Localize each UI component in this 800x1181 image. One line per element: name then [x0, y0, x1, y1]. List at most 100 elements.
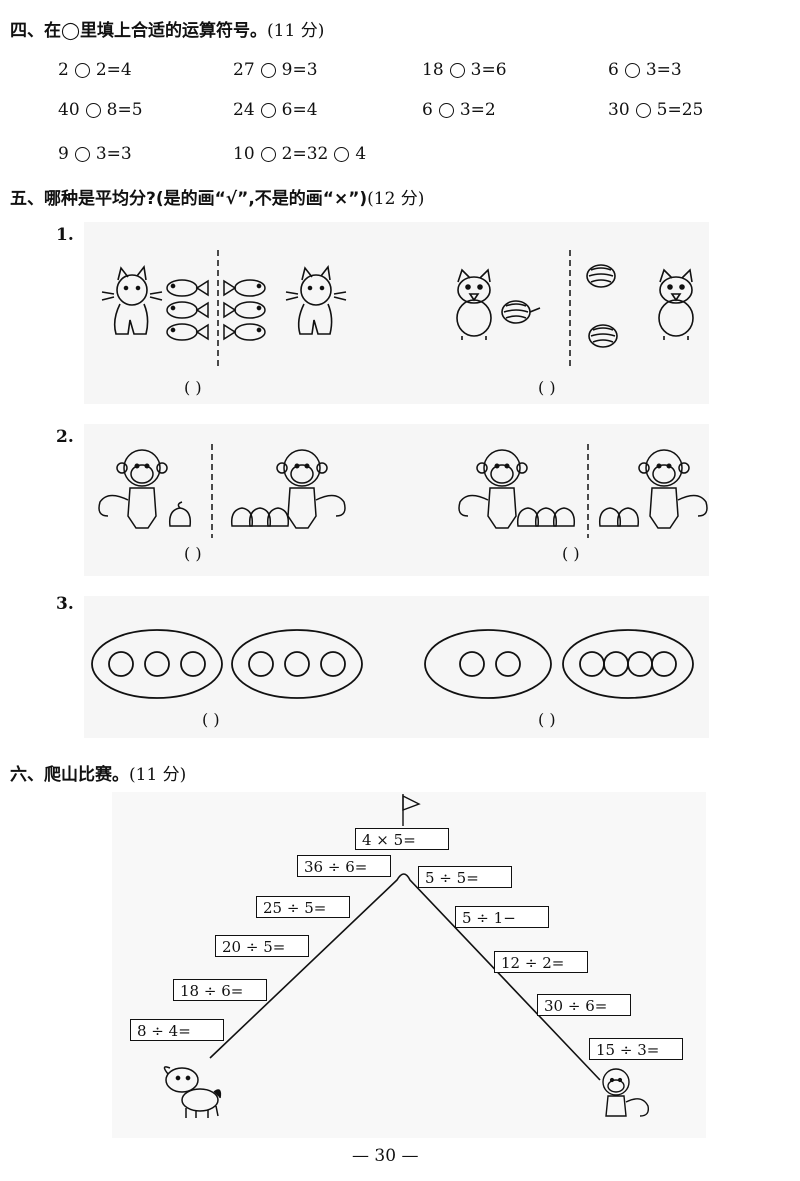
result: =4: [292, 100, 318, 120]
operand: 30: [608, 100, 630, 120]
problem-box[interactable]: 5 ÷ 5=: [418, 866, 512, 888]
operand: 24: [233, 100, 255, 120]
operator-blank-circle[interactable]: [260, 146, 276, 162]
section5-title: 五、哪种是平均分?(是的画“√”,不是的画“×”): [10, 189, 368, 209]
counter-circle: [320, 651, 346, 677]
operand: 8: [106, 100, 118, 120]
answer-paren-3b[interactable]: ( ): [538, 710, 556, 729]
result: =25: [667, 100, 704, 120]
monkey-icon: [458, 449, 528, 529]
problem-box[interactable]: 8 ÷ 4=: [130, 1019, 224, 1041]
operator-blank-circle[interactable]: [635, 102, 651, 118]
result: =5: [117, 100, 143, 120]
operand: 6: [608, 60, 619, 80]
equation-6: 24 6=4: [233, 100, 318, 120]
equation-4: 6 3=3: [608, 60, 682, 80]
operand: 5: [656, 100, 668, 120]
section5-points: (12 分): [367, 189, 425, 209]
operand: 3: [95, 144, 107, 164]
answer-paren-1a[interactable]: ( ): [184, 378, 202, 397]
watermelon-icon: [586, 264, 618, 348]
cat-icon: [285, 265, 347, 335]
monkey-icon: [276, 449, 346, 529]
problem-box[interactable]: 15 ÷ 3=: [589, 1038, 683, 1060]
operator-blank-circle[interactable]: [449, 62, 465, 78]
answer-paren-1b[interactable]: ( ): [538, 378, 556, 397]
answer-paren-2b[interactable]: ( ): [562, 544, 580, 563]
operator-blank-circle[interactable]: [438, 102, 454, 118]
fish-icon: [166, 279, 209, 341]
counter-circle: [495, 651, 521, 677]
operand: 10: [233, 144, 255, 164]
counter-circle: [248, 651, 274, 677]
problem-box[interactable]: 18 ÷ 6=: [173, 979, 267, 1001]
counter-circle: [459, 651, 485, 677]
answer-paren-3a[interactable]: ( ): [202, 710, 220, 729]
operator-blank-circle[interactable]: [85, 102, 101, 118]
fish-icon: [223, 279, 266, 341]
bird-icon: [456, 268, 492, 340]
group-oval: [91, 629, 223, 699]
peach-icon: [516, 507, 576, 527]
peach-icon: [598, 507, 640, 527]
bird-icon: [658, 268, 694, 340]
mountain-slope: [209, 873, 601, 1081]
operand: 9: [58, 144, 69, 164]
result: =2: [470, 100, 496, 120]
answer-paren-2a[interactable]: ( ): [184, 544, 202, 563]
section6-heading: 六、爬山比赛。(11 分): [10, 760, 186, 785]
operator-blank-circle[interactable]: [334, 146, 350, 162]
group-oval: [562, 629, 694, 699]
question3-number: 3.: [56, 594, 74, 614]
question2-illustration: [98, 444, 708, 538]
operator-blank-circle[interactable]: [624, 62, 640, 78]
problem-box[interactable]: 5 ÷ 1−: [455, 906, 549, 928]
problem-box[interactable]: 4 × 5=: [355, 828, 449, 850]
counter-circle: [603, 651, 629, 677]
operand: 2: [281, 144, 293, 164]
flag-icon: [402, 794, 421, 826]
result: =3: [106, 144, 132, 164]
question1-illustration: [101, 250, 694, 368]
operator-blank-circle[interactable]: [260, 62, 276, 78]
mountain-illustration: [163, 794, 650, 1118]
section5-heading: 五、哪种是平均分?(是的画“√”,不是的画“×”)(12 分): [10, 184, 424, 209]
section4-title: 四、在◯里填上合适的运算符号。: [10, 21, 268, 41]
problem-box[interactable]: 30 ÷ 6=: [537, 994, 631, 1016]
problem-box[interactable]: 20 ÷ 5=: [215, 935, 309, 957]
watermelon-icon: [501, 300, 541, 324]
counter-circle: [651, 651, 677, 677]
operand: 6: [281, 100, 293, 120]
result: =32: [292, 144, 329, 164]
counter-circle: [108, 651, 134, 677]
question2-panel: [84, 424, 709, 576]
question3-illustration: [91, 629, 694, 699]
result: =3: [292, 60, 318, 80]
operand: 2: [58, 60, 69, 80]
operator-blank-circle[interactable]: [74, 62, 90, 78]
problem-box[interactable]: 12 ÷ 2=: [494, 951, 588, 973]
problem-box[interactable]: 36 ÷ 6=: [297, 855, 391, 877]
operator-blank-circle[interactable]: [74, 146, 90, 162]
counter-circle: [180, 651, 206, 677]
monkey-icon: [638, 449, 708, 529]
operand: 3: [645, 60, 657, 80]
result: =3: [656, 60, 682, 80]
counter-circle: [579, 651, 605, 677]
problem-box[interactable]: 25 ÷ 5=: [256, 896, 350, 918]
question1-number: 1.: [56, 225, 74, 245]
operand: 2: [95, 60, 107, 80]
counter-circle: [627, 651, 653, 677]
operand: 3: [470, 60, 482, 80]
counter-circle: [144, 651, 170, 677]
operator-blank-circle[interactable]: [260, 102, 276, 118]
peach-icon: [168, 501, 192, 527]
result: =6: [481, 60, 507, 80]
operand: 40: [58, 100, 80, 120]
question1-panel: [84, 222, 709, 404]
group-oval: [231, 629, 363, 699]
